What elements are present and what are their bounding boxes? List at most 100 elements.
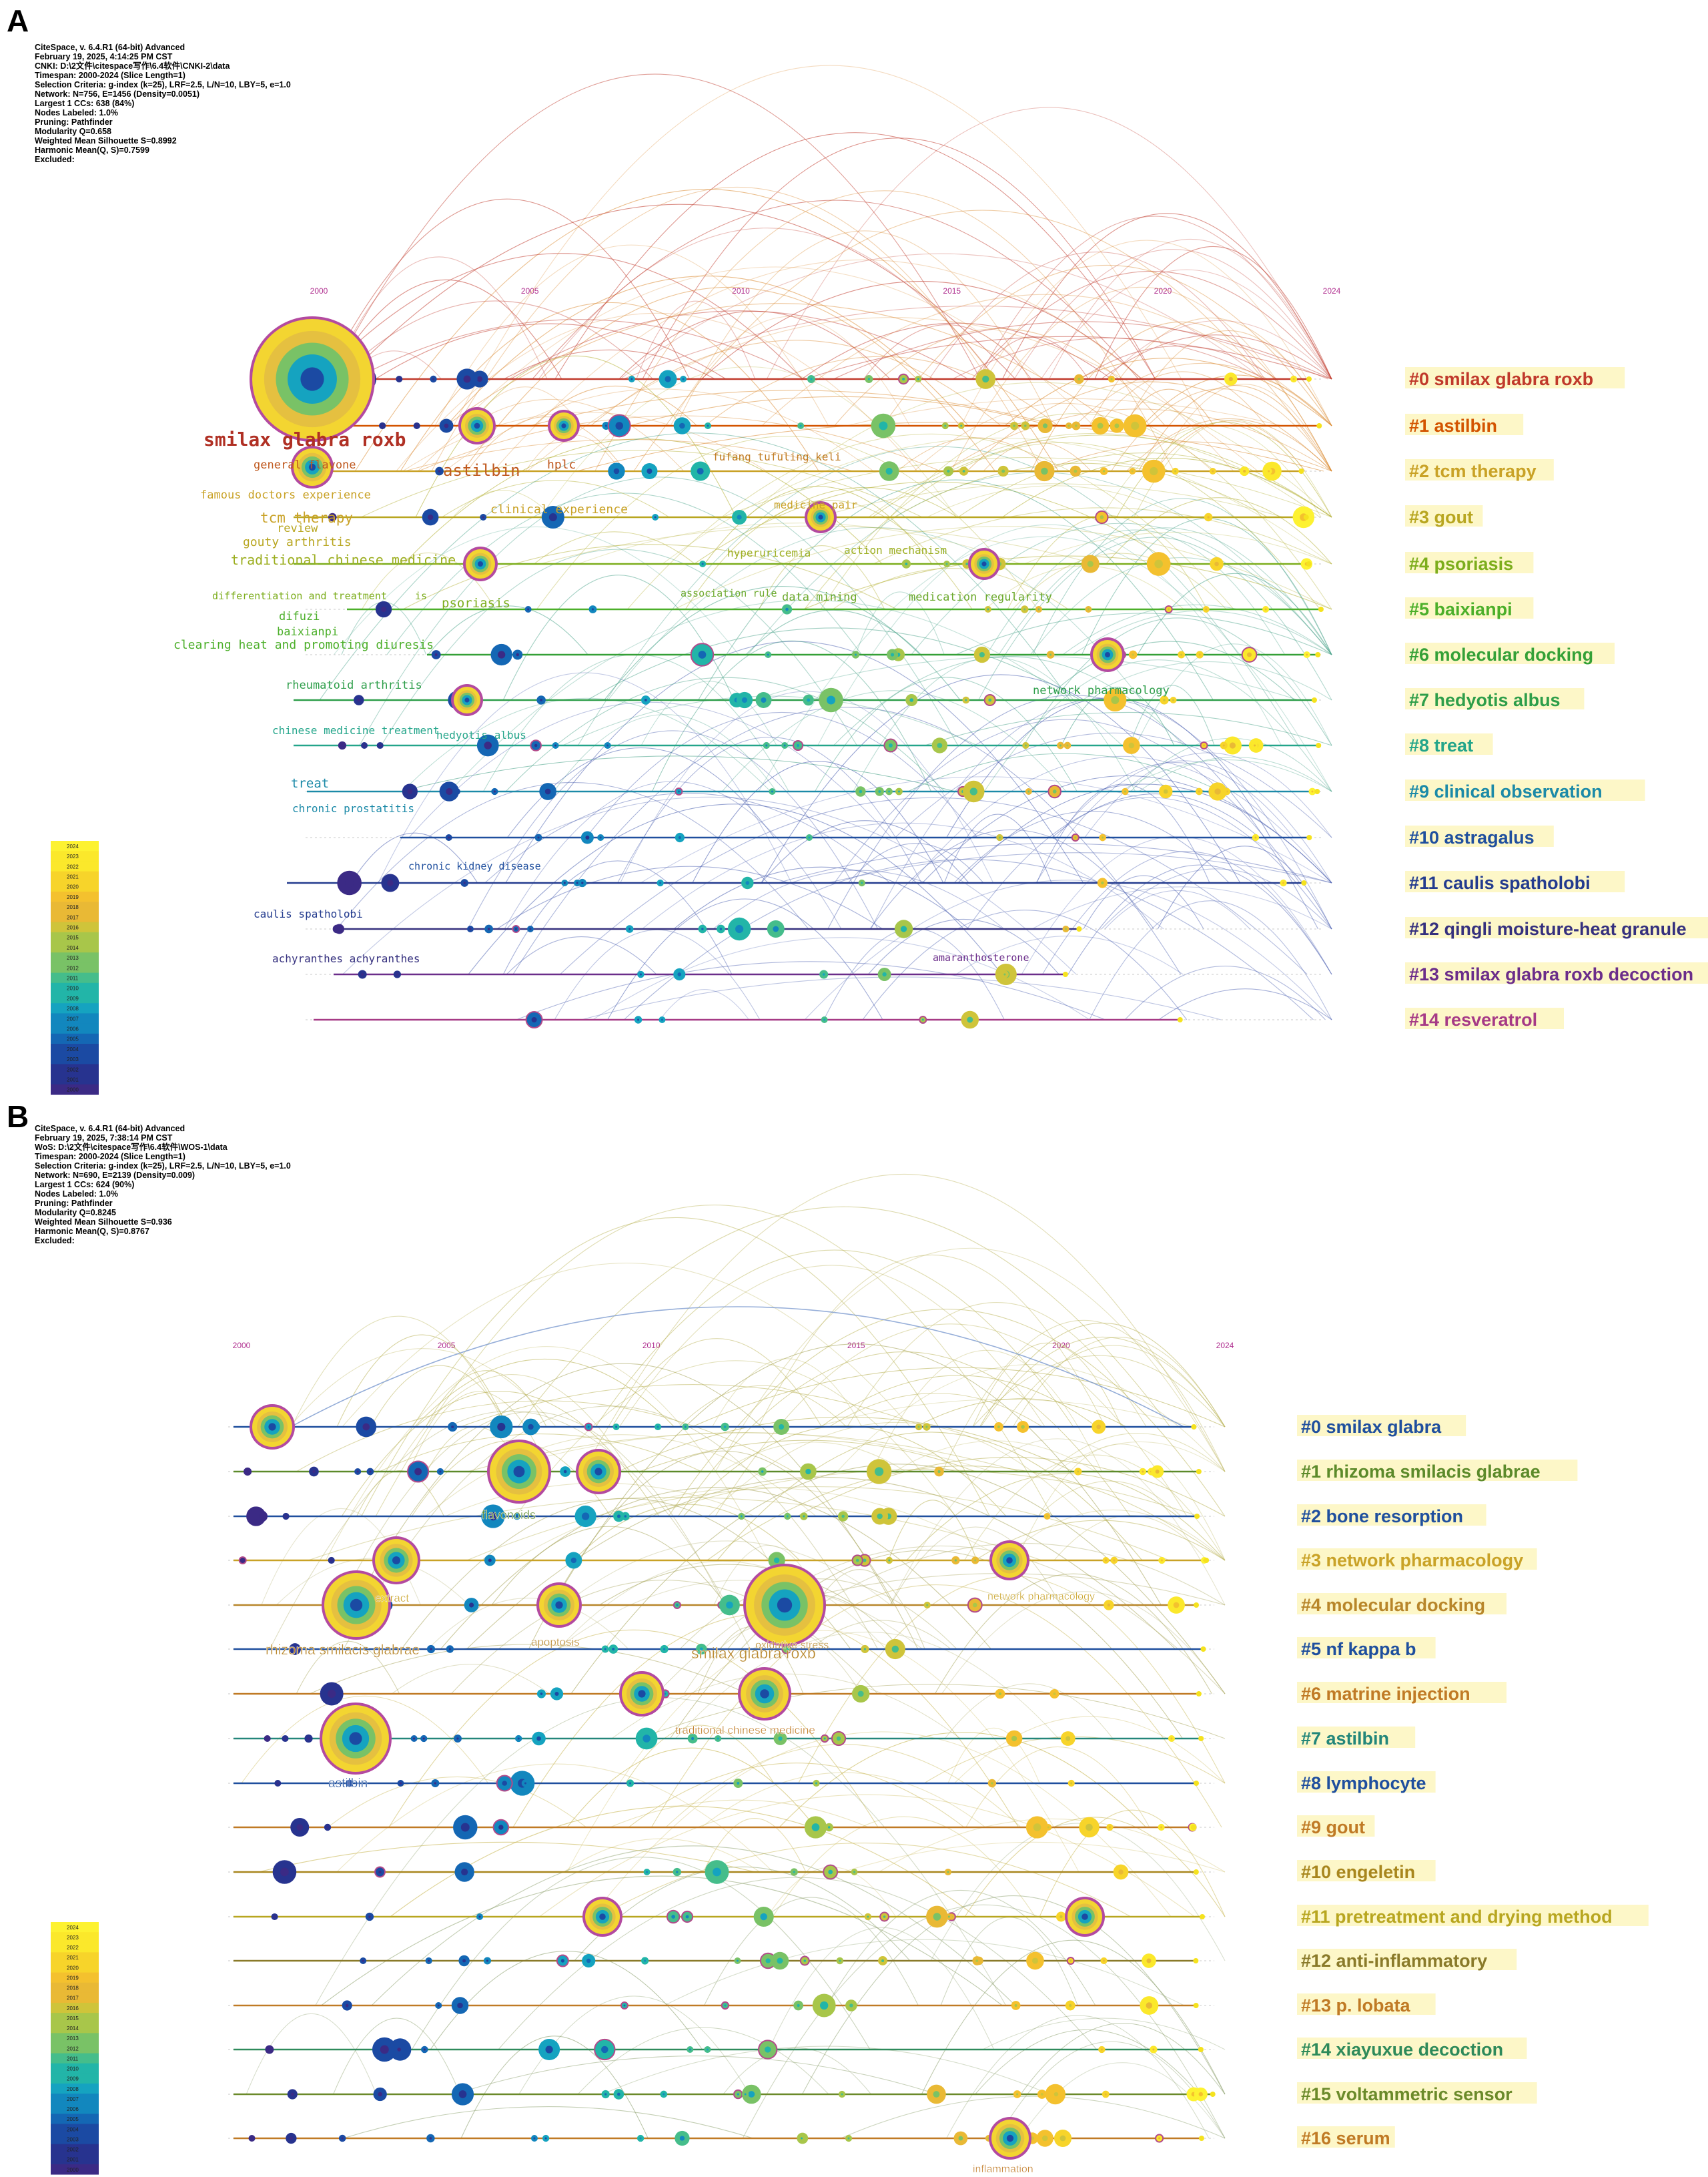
- node-core: [823, 1737, 826, 1740]
- node-core: [1131, 470, 1134, 473]
- legend-swatch: [51, 942, 99, 953]
- node-core: [280, 1867, 289, 1877]
- node-core: [793, 1871, 795, 1873]
- node-core: [663, 1648, 666, 1650]
- cluster-row: #3 gout: [294, 505, 1483, 529]
- node-core: [606, 744, 609, 747]
- keyword-label: amaranthosterone: [933, 952, 1029, 964]
- keyword-node: [1196, 1469, 1202, 1474]
- keyword-node: [1193, 1869, 1199, 1875]
- cluster-label-highlight: [1297, 1637, 1436, 1658]
- node-core: [1059, 2135, 1066, 2142]
- cluster-row: #11 pretreatment and drying method: [228, 1905, 1649, 1928]
- node-core: [659, 882, 662, 884]
- node-core: [933, 2091, 940, 2098]
- panel-a-letter: A: [7, 3, 29, 38]
- node-core: [486, 1959, 488, 1962]
- keyword-node: [1198, 2047, 1204, 2052]
- cluster-row: #2 bone resorption: [228, 1504, 1486, 1528]
- node-core: [356, 1470, 359, 1473]
- node-core: [536, 1736, 541, 1741]
- node-core: [307, 1737, 310, 1740]
- legend-swatch: [51, 1003, 99, 1014]
- node-core: [926, 1604, 929, 1606]
- node-core: [476, 376, 483, 382]
- node-core: [422, 1737, 425, 1740]
- legend-swatch: [51, 2013, 99, 2024]
- legend-year-label: 2000: [67, 1087, 79, 1093]
- metadata-line: Nodes Labeled: 1.0%: [35, 108, 119, 117]
- keyword-label: network pharmacology: [1033, 684, 1170, 697]
- hub-node: [548, 410, 580, 442]
- node-core: [947, 1871, 949, 1873]
- node-core: [1049, 653, 1052, 656]
- node-core: [432, 378, 435, 380]
- cluster-row: #14 xiayuxue decoction: [228, 2037, 1527, 2062]
- metadata-line: CiteSpace, v. 6.4.R1 (64-bit) Advanced: [35, 1124, 185, 1133]
- node-core: [274, 1915, 276, 1918]
- legend-swatch: [51, 982, 99, 994]
- legend-swatch: [51, 2144, 99, 2155]
- node-core: [997, 1426, 1000, 1428]
- node-core: [369, 1470, 372, 1473]
- node-core: [1146, 1958, 1152, 1963]
- legend-swatch: [51, 1033, 99, 1044]
- node-core: [516, 1515, 518, 1518]
- node-core: [428, 1959, 430, 1962]
- node-core: [423, 2048, 426, 2051]
- keyword-label: oxidative stress: [755, 1640, 829, 1651]
- node-core: [1105, 1559, 1108, 1562]
- node-core: [612, 1648, 615, 1650]
- node-core: [805, 1468, 811, 1475]
- year-color-legend: 2024202320222021202020192018201720162015…: [51, 841, 99, 1095]
- node-core: [1243, 469, 1246, 473]
- node-core: [1013, 424, 1015, 427]
- legend-swatch: [51, 1054, 99, 1064]
- legend-year-label: 2021: [67, 874, 79, 880]
- node-core: [604, 424, 607, 427]
- node-core: [293, 1647, 297, 1651]
- hub-core: [561, 423, 566, 428]
- legend-year-label: 2015: [67, 2015, 79, 2022]
- legend-swatch: [51, 892, 99, 902]
- cluster-row: #10 astragalus: [306, 826, 1554, 848]
- node-core: [615, 1426, 618, 1428]
- keyword-node: [1198, 1736, 1204, 1741]
- node-core: [1142, 1470, 1144, 1473]
- keyword-label: achyranthes achyranthes: [272, 952, 420, 965]
- node-core: [1110, 378, 1113, 380]
- node-core: [737, 515, 742, 520]
- hub-node: [487, 1440, 551, 1504]
- cluster-row: #2 tcm therapy: [294, 459, 1554, 483]
- node-core: [438, 470, 441, 473]
- node-core: [1203, 744, 1206, 747]
- cluster-row: #1 astilbin: [294, 413, 1524, 438]
- node-core: [1053, 1692, 1056, 1696]
- node-core: [828, 1869, 833, 1875]
- node-core: [379, 744, 382, 747]
- keyword-label: fufang tufuling keli: [713, 450, 841, 463]
- legend-swatch: [51, 962, 99, 974]
- keyword-node: [1193, 2003, 1199, 2008]
- cluster-label: #1 rhizoma smilacis glabrae: [1301, 1462, 1541, 1482]
- node-core: [947, 469, 950, 473]
- node-core: [463, 375, 471, 383]
- node-core: [737, 2093, 739, 2096]
- legend-year-label: 2002: [67, 2147, 79, 2153]
- node-core: [1070, 1959, 1072, 1962]
- cluster-row: #3 network pharmacology: [228, 1548, 1537, 1570]
- cluster-label-highlight: [1297, 2082, 1537, 2104]
- hub-node: [291, 446, 334, 489]
- node-core: [877, 1513, 883, 1520]
- node-core: [761, 697, 767, 703]
- node-core: [1264, 608, 1267, 611]
- node-core: [663, 2093, 665, 2096]
- node-core: [246, 1470, 249, 1473]
- node-core: [803, 1959, 807, 1962]
- node-core: [1100, 515, 1104, 519]
- node-core: [1198, 653, 1201, 656]
- legend-year-label: 2015: [67, 935, 79, 941]
- metadata-line: February 19, 2025, 4:14:25 PM CST: [35, 52, 173, 61]
- keyword-node: [1193, 1781, 1199, 1786]
- node-core: [1024, 424, 1027, 427]
